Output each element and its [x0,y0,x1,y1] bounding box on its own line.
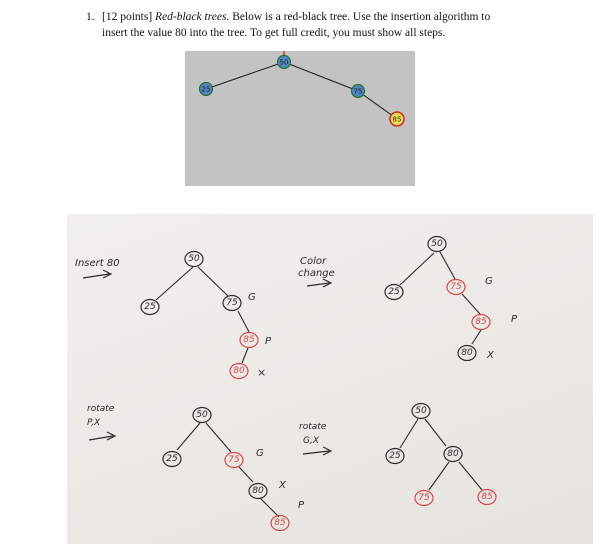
step1-tag-p: P [265,336,272,347]
svg-text:50: 50 [196,410,208,420]
step4-node-25: 25 [385,447,405,465]
step1-tag-x: × [257,366,266,379]
step3-node-80: 80 [248,482,268,500]
svg-text:85: 85 [475,317,487,327]
step2-node-80: 80 [457,344,477,362]
svg-text:80: 80 [233,366,245,376]
step4-node-85: 85 [477,488,497,506]
svg-text:85: 85 [393,116,402,124]
label-rotate-1: rotate [87,404,115,414]
node-75: 75 [350,83,366,99]
step4-node-50: 50 [411,402,431,420]
arrow-color-change [306,278,333,288]
step4-node-75: 75 [414,489,434,507]
edge-50-25 [205,61,285,90]
svg-text:80: 80 [461,348,473,358]
question-line2: insert the value 80 into the tree. To ge… [102,27,446,39]
label-rotate-2: rotate [299,422,327,432]
svg-text:75: 75 [354,88,363,96]
given-tree-svg: 50 25 75 85 [198,51,405,127]
node-50: 50 [276,54,292,70]
step3-tag-g: G [256,448,264,459]
step2-node-50: 50 [427,235,447,253]
svg-text:50: 50 [188,254,200,264]
svg-text:50: 50 [280,59,289,67]
handwritten-svg: Insert 80 50 25 75 G 85 P 80 × Color [75,235,518,532]
arrow-insert [82,269,113,279]
arrow-rotate-px [88,431,117,441]
step2-tag-g: G [485,276,493,287]
svg-text:75: 75 [418,493,430,503]
svg-text:85: 85 [481,492,493,502]
node-25: 25 [198,81,214,97]
step3-node-25: 25 [162,450,182,468]
step1-node-80: 80 [229,362,249,380]
svg-text:25: 25 [166,454,178,464]
question-number: 1. [86,11,95,23]
step3-tag-x: X [278,480,287,491]
svg-text:85: 85 [243,335,255,345]
label-px: P,X [87,418,101,428]
label-gx: G,X [303,436,320,446]
svg-text:25: 25 [202,86,211,94]
step3-node-50: 50 [192,406,212,424]
svg-text:80: 80 [447,449,459,459]
label-change: change [298,268,335,279]
step2-node-75: 75 [446,278,466,296]
step2-tag-p: P [511,314,518,325]
svg-text:50: 50 [431,239,443,249]
svg-text:75: 75 [226,298,238,308]
question-topic: Red-black trees. [155,11,230,23]
step3-tag-p: P [298,500,305,511]
svg-text:75: 75 [450,282,462,292]
question-line1: Below is a red-black tree. Use the inser… [232,11,491,23]
arrow-rotate-gx [302,446,333,456]
step2-node-85: 85 [471,313,491,331]
edge-50-75 [283,61,359,92]
step3-node-75: 75 [224,451,244,469]
svg-text:80: 80 [252,486,264,496]
handwritten-solution-photo: Insert 80 50 25 75 G 85 P 80 × Color [67,214,593,544]
svg-text:25: 25 [388,287,400,297]
step3-node-85: 85 [270,514,290,532]
step1-node-85: 85 [239,331,259,349]
svg-text:25: 25 [144,302,156,312]
label-insert-80: Insert 80 [75,258,120,269]
step2-tag-x: X [486,350,495,361]
question-points: [12 points] [102,11,153,23]
svg-text:85: 85 [274,518,286,528]
step1-node-75: 75 [222,294,242,312]
node-85: 85 [389,111,405,127]
svg-text:75: 75 [228,455,240,465]
label-color: Color [300,256,327,267]
given-red-black-tree: 50 25 75 85 [185,51,415,186]
question-text: 1. [12 points] Red-black trees. Below is… [86,9,576,41]
step1-node-50: 50 [184,250,204,268]
step2-node-25: 25 [384,283,404,301]
question-body: [12 points] Red-black trees. Below is a … [102,9,576,41]
svg-text:50: 50 [415,406,427,416]
step1-tag-g: G [248,292,256,303]
step1-node-25: 25 [140,298,160,316]
step4-node-80: 80 [443,445,463,463]
edge-75-85 [357,90,398,120]
svg-text:25: 25 [389,451,401,461]
